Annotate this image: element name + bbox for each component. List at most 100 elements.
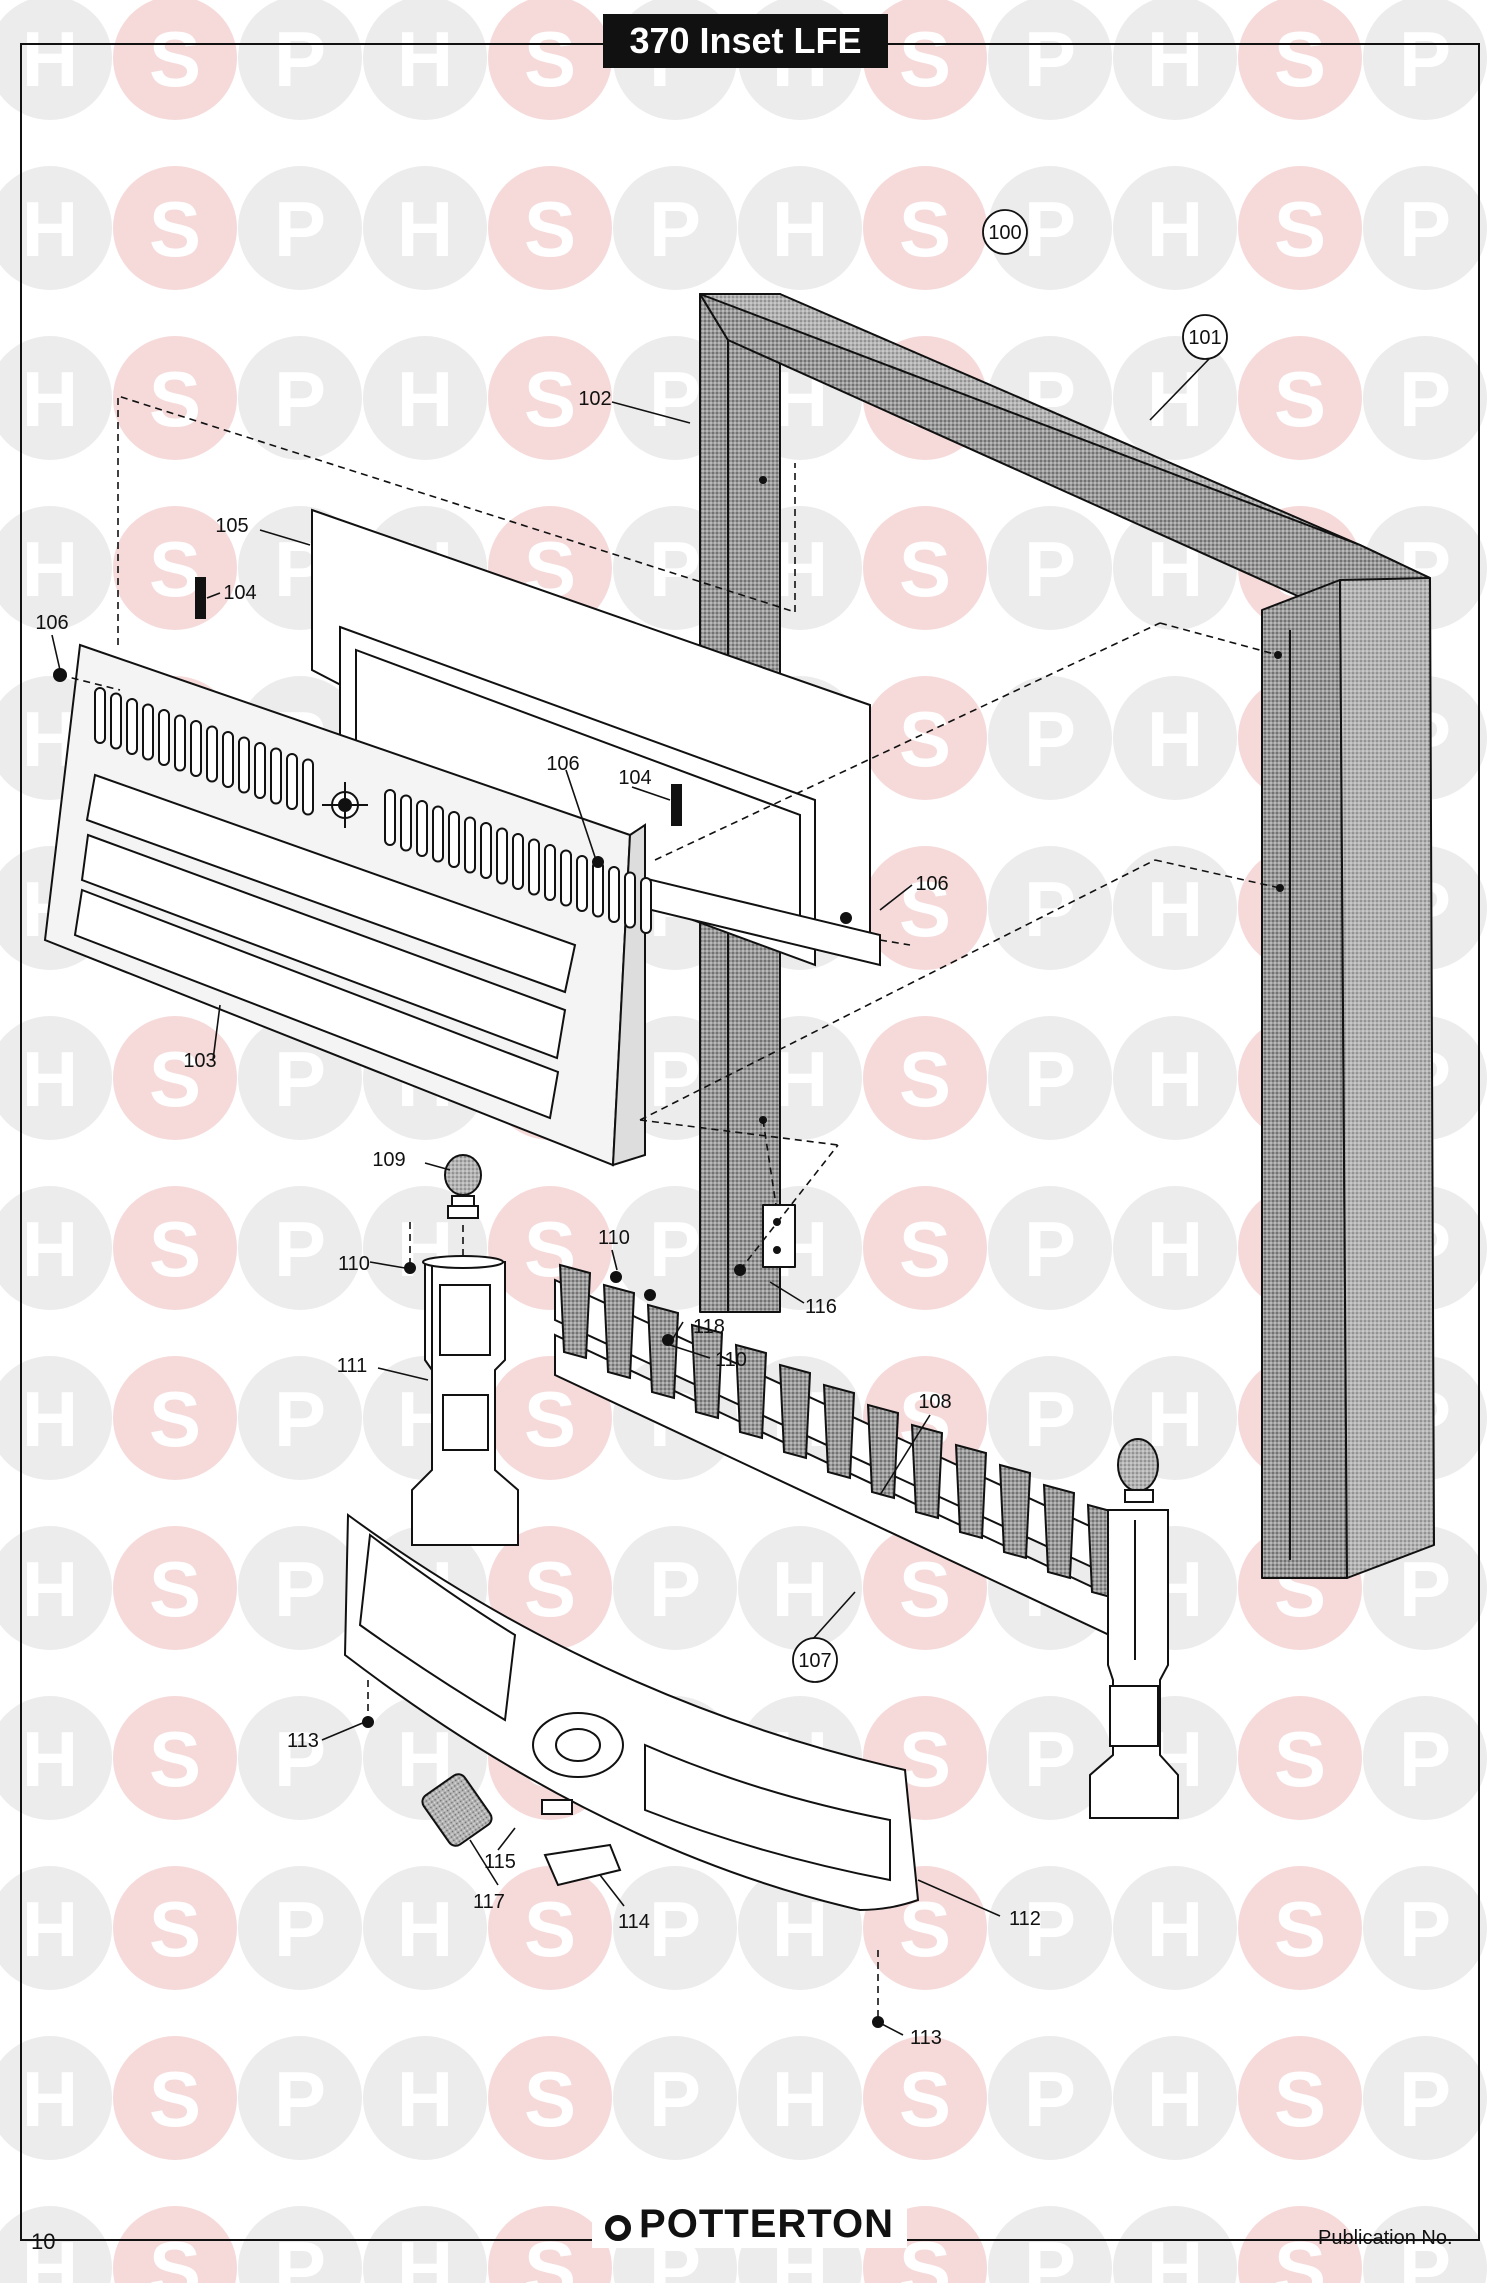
louvre-slot (464, 816, 476, 874)
watermark-letter: S (149, 1205, 201, 1293)
watermark-disc (113, 1356, 237, 1480)
watermark-letter: P (1024, 1715, 1076, 1803)
watermark-disc (988, 1696, 1112, 1820)
watermark-disc (113, 1526, 237, 1650)
watermark-disc (238, 1526, 362, 1650)
part-label-104-b: 104 (618, 767, 651, 789)
louvre-slot (110, 692, 122, 750)
watermark-letter: H (1147, 15, 1203, 103)
louvre-slot (190, 720, 202, 777)
watermark-letter: S (524, 1885, 576, 1973)
watermark-disc (1363, 1866, 1487, 1990)
part-label-108: 108 (918, 1391, 951, 1413)
part-label-113-a: 113 (287, 1730, 319, 1752)
fret-spike (778, 1363, 812, 1460)
watermark-disc (488, 1866, 612, 1990)
watermark-disc (488, 0, 612, 120)
fret-spike (558, 1263, 592, 1360)
watermark-disc (0, 1016, 112, 1140)
brand-o-icon (605, 2215, 632, 2241)
watermark-letter: P (649, 525, 701, 613)
watermark-letter: S (899, 1035, 951, 1123)
part-label-112: 112 (1009, 1908, 1041, 1930)
watermark-disc (0, 2036, 112, 2160)
watermark-disc (988, 1186, 1112, 1310)
watermark-letter: S (899, 1205, 951, 1293)
watermark-letter: H (772, 1545, 828, 1633)
watermark-letter: P (649, 355, 701, 443)
watermark-disc (988, 506, 1112, 630)
watermark-letter: P (1024, 2225, 1076, 2283)
watermark-letter: S (1274, 2225, 1326, 2283)
page-number: 10 (31, 2229, 56, 2254)
watermark-disc (863, 166, 987, 290)
fret-bars (554, 1263, 1164, 1642)
fret-spike (1042, 1483, 1076, 1580)
watermark-letter: P (1024, 1885, 1076, 1973)
watermark-disc (1238, 166, 1362, 290)
watermark-disc (1113, 2206, 1237, 2283)
louvre-slot (416, 800, 428, 857)
watermark-disc (1113, 0, 1237, 120)
part-label-103: 103 (183, 1050, 216, 1072)
watermark-disc (0, 506, 112, 630)
watermark-disc (0, 1866, 112, 1990)
watermark-letter: S (1274, 2055, 1326, 2143)
watermark-letter: P (649, 2055, 701, 2143)
watermark-disc (988, 1866, 1112, 1990)
watermark-disc (363, 1866, 487, 1990)
louvre-slot (624, 871, 636, 929)
watermark-letter: S (899, 2055, 951, 2143)
watermark-letter: P (274, 1885, 326, 1973)
part-label-109: 109 (372, 1149, 405, 1171)
watermark-letter: S (149, 15, 201, 103)
watermark-disc (363, 166, 487, 290)
watermark-letter: P (1024, 2055, 1076, 2143)
louvre-slot (302, 758, 314, 816)
louvre-slot (126, 698, 138, 755)
watermark-letter: P (1399, 15, 1451, 103)
watermark-letter: P (274, 185, 326, 273)
watermark-disc (0, 1356, 112, 1480)
watermark-disc (238, 1356, 362, 1480)
watermark-disc (238, 1696, 362, 1820)
watermark-letter: H (1147, 1035, 1203, 1123)
watermark-letter: S (899, 15, 951, 103)
watermark-letter: S (1274, 355, 1326, 443)
back-panel (311, 508, 881, 967)
watermark-letter: S (899, 2225, 951, 2283)
fret-spike (954, 1443, 988, 1540)
watermark-disc (1363, 1696, 1487, 1820)
watermark-letter: H (397, 185, 453, 273)
watermark-letter: S (149, 525, 201, 613)
watermark-letter: H (1147, 2055, 1203, 2143)
watermark-disc (113, 0, 237, 120)
watermark-letter: S (149, 1885, 201, 1973)
watermark-letter: S (524, 2055, 576, 2143)
publication-number-label: Publication No. (1318, 2227, 1453, 2249)
watermark-letter: P (274, 1545, 326, 1633)
louvre-slot (206, 725, 218, 783)
watermark-disc (0, 0, 112, 120)
fret-spike (822, 1383, 856, 1480)
watermark-letter: S (524, 185, 576, 273)
part-label-107: 107 (798, 1650, 831, 1672)
watermark-letter: P (649, 1205, 701, 1293)
watermark-disc (1363, 2036, 1487, 2160)
watermark-letter: P (649, 1885, 701, 1973)
watermark-disc (1238, 1866, 1362, 1990)
watermark-letter: H (1147, 1205, 1203, 1293)
watermark-disc (363, 336, 487, 460)
watermark-disc (113, 1696, 237, 1820)
watermark-letter: H (22, 15, 78, 103)
watermark-letter: S (524, 355, 576, 443)
watermark-disc (863, 676, 987, 800)
watermark-disc (1363, 336, 1487, 460)
watermark-disc (363, 0, 487, 120)
hardware (53, 577, 884, 2028)
watermark-letter: S (524, 1375, 576, 1463)
watermark-letter: P (1399, 1885, 1451, 1973)
watermark-letter: H (772, 1035, 828, 1123)
watermark-disc (1363, 166, 1487, 290)
watermark-disc (1113, 1016, 1237, 1140)
